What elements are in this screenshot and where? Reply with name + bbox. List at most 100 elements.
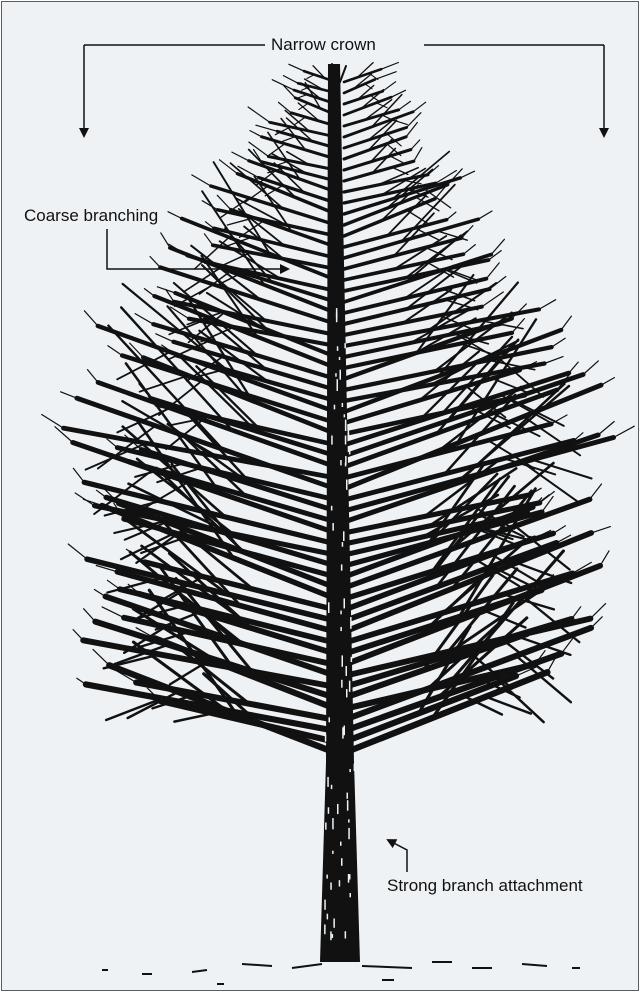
tree-branch — [232, 152, 249, 161]
bark-fleck — [340, 627, 342, 631]
crown-label: Narrow crown — [265, 36, 382, 53]
bark-fleck — [346, 666, 348, 676]
tree-branch — [344, 199, 435, 236]
tree-branch — [135, 314, 153, 325]
tree-branch — [157, 287, 175, 293]
tree-branch — [174, 713, 214, 721]
tree-branch — [68, 544, 87, 559]
bark-fleck — [340, 460, 342, 465]
branching-label: Coarse branching — [24, 207, 158, 224]
bark-fleck — [348, 874, 350, 883]
tree-branch — [107, 439, 117, 448]
tree-branch — [447, 212, 456, 220]
bark-fleck — [342, 403, 344, 407]
tree-branch — [381, 63, 398, 70]
bark-fleck — [353, 666, 355, 670]
tree-branch — [383, 82, 396, 92]
tree-branch — [96, 490, 106, 497]
tree-branch — [539, 300, 556, 310]
tree-branch — [512, 319, 524, 333]
bark-fleck — [332, 934, 334, 938]
tree-branch — [272, 80, 294, 90]
bark-fleck — [337, 804, 339, 814]
tree-branch — [73, 468, 84, 482]
tree-branch — [182, 219, 336, 281]
bark-fleck — [350, 617, 352, 629]
bark-fleck — [345, 456, 347, 465]
tree-branch — [283, 76, 298, 84]
bark-fleck — [325, 734, 327, 741]
tree-branch — [391, 90, 405, 97]
bark-fleck — [326, 875, 328, 879]
bark-fleck — [327, 914, 329, 920]
ground-marks — [102, 962, 580, 984]
tree-branch — [411, 140, 420, 150]
bark-fleck — [340, 370, 342, 380]
bark-fleck — [344, 598, 346, 608]
bark-fleck — [339, 880, 341, 886]
tree-illustration — [42, 63, 635, 985]
attachment-label: Strong branch attachment — [387, 877, 583, 894]
bark-fleck — [334, 405, 336, 410]
bark-fleck — [354, 764, 356, 771]
bark-fleck — [349, 681, 351, 692]
bark-fleck — [335, 373, 337, 377]
tree-branch — [102, 607, 124, 618]
tree-branch — [561, 316, 571, 330]
tree-branch — [84, 311, 97, 326]
tree-branch — [248, 107, 270, 122]
bark-fleck — [346, 480, 348, 490]
arrow-up-icon — [388, 840, 407, 872]
tree-branch — [73, 630, 83, 641]
tree-branch — [344, 128, 407, 149]
bark-fleck — [325, 823, 327, 830]
tree-branch — [77, 678, 86, 684]
bark-fleck — [341, 858, 343, 866]
bark-fleck — [332, 851, 334, 854]
tree-branch — [289, 64, 304, 71]
bark-fleck — [344, 414, 346, 417]
bark-fleck — [341, 680, 343, 688]
tree-branch — [279, 102, 292, 112]
tree-branch — [375, 72, 396, 80]
bark-fleck — [349, 769, 351, 772]
tree-branch — [591, 527, 610, 533]
tree-branch — [344, 137, 406, 159]
tree-branch — [156, 334, 174, 342]
bark-fleck — [345, 931, 347, 938]
bark-fleck — [347, 800, 349, 811]
bark-fleck — [331, 785, 333, 789]
tree-branch — [598, 422, 614, 436]
tree-branch — [249, 142, 269, 156]
tree-branch — [583, 361, 598, 375]
tree-branch — [552, 338, 566, 347]
tree-branch — [307, 74, 315, 78]
bark-fleck — [340, 611, 342, 615]
tree-branch — [298, 94, 308, 98]
tree-branch — [463, 245, 475, 255]
tree-branch — [390, 156, 406, 164]
tree-branch — [590, 484, 602, 499]
bark-fleck — [327, 777, 329, 787]
bark-fleck — [340, 842, 342, 846]
tree-branch — [168, 212, 182, 219]
bark-fleck — [341, 564, 343, 570]
tree-branch — [161, 233, 170, 248]
tree-branch — [553, 526, 565, 534]
bark-fleck — [348, 828, 350, 839]
bark-fleck — [337, 346, 339, 351]
bark-fleck — [345, 436, 347, 445]
tree-branch — [413, 102, 426, 112]
tree-branch — [93, 649, 109, 665]
bark-fleck — [324, 925, 326, 935]
tree-branch — [204, 234, 212, 245]
tree-branch — [42, 415, 64, 429]
tree-branch — [88, 370, 99, 383]
bark-fleck — [344, 726, 346, 736]
tree-branch — [94, 590, 105, 597]
tree-branch — [601, 378, 614, 386]
tree-branch — [282, 136, 296, 141]
bark-fleck — [349, 447, 351, 454]
tree-branch — [614, 426, 635, 437]
